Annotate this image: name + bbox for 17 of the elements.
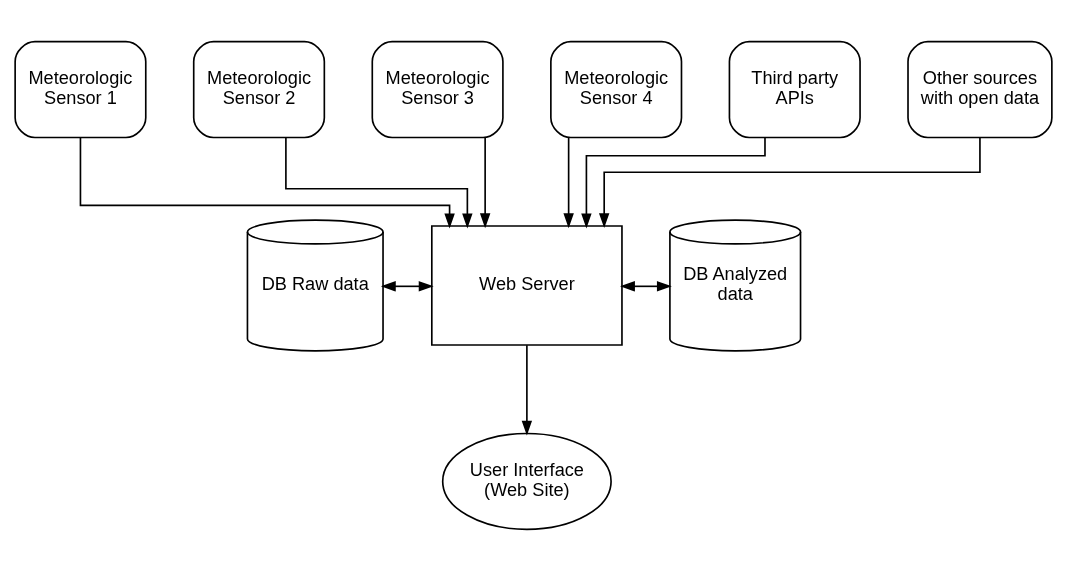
- node-box: Meteorologic Sensor 1: [14, 40, 147, 138]
- arrow: [285, 136, 473, 228]
- node-box: Meteorologic Sensor 3: [371, 40, 504, 138]
- node-box: Third party APIs: [728, 40, 861, 138]
- node-ellipse: User Interface (Web Site): [441, 432, 612, 530]
- arrow: [598, 136, 981, 228]
- arrow: [563, 136, 574, 228]
- node-box: Meteorologic Sensor 4: [550, 40, 683, 138]
- arrow: [521, 344, 533, 436]
- node-box: Meteorologic Sensor 2: [192, 40, 326, 138]
- arrow: [380, 280, 434, 292]
- arrow: [620, 280, 672, 292]
- arrow: [581, 136, 766, 228]
- node-box: Web Server: [431, 224, 623, 346]
- arrow: [479, 136, 491, 228]
- node-box: Other sources with open data: [907, 40, 1053, 138]
- arrow: [79, 136, 455, 228]
